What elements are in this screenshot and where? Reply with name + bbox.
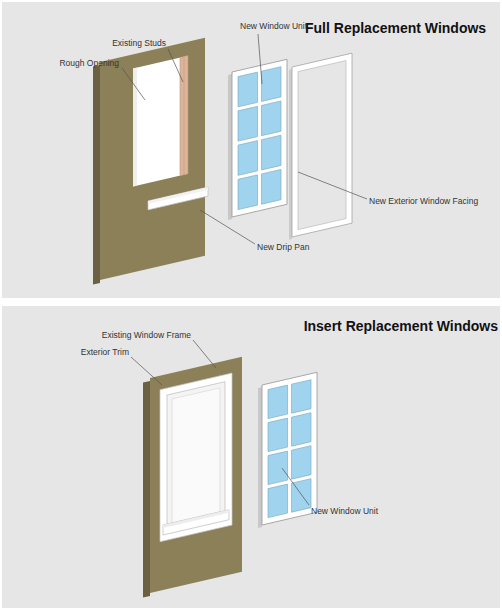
wall — [143, 357, 242, 598]
glass-pane — [262, 67, 282, 102]
part-label: Existing Studs — [112, 38, 166, 48]
glass-pane — [268, 484, 288, 518]
window-unit — [228, 59, 287, 220]
glass-pane — [238, 72, 258, 107]
glass-pane — [262, 101, 282, 136]
glass-pane — [238, 141, 258, 176]
window-unit — [258, 372, 317, 528]
part-label: Existing Window Frame — [102, 330, 191, 340]
exterior-trim — [160, 373, 232, 542]
panel-ground — [2, 2, 500, 298]
part-label: New Window Unit — [240, 21, 307, 31]
glass-pane — [238, 175, 258, 210]
glass-pane — [268, 451, 288, 485]
window-facing — [289, 53, 352, 240]
panel-title: Full Replacement Windows — [305, 20, 486, 36]
drip-pan — [148, 187, 208, 210]
glass-pane — [292, 380, 312, 414]
existing-frame — [167, 382, 225, 527]
glass-pane — [238, 106, 258, 141]
panel-ground — [2, 306, 500, 608]
glass-pane — [292, 413, 312, 447]
glass-pane — [262, 169, 282, 204]
part-label: New Window Unit — [311, 506, 378, 516]
glass-pane — [262, 135, 282, 170]
part-label: New Exterior Window Facing — [369, 196, 478, 206]
glass-pane — [268, 385, 288, 419]
wall — [93, 37, 208, 285]
glass-pane — [292, 446, 312, 480]
glass-pane — [268, 418, 288, 452]
part-label: Exterior Trim — [81, 347, 129, 357]
part-label: Rough Opening — [59, 58, 119, 68]
glass-pane — [292, 479, 312, 513]
leader-lines — [122, 34, 367, 505]
part-label: New Drip Pan — [257, 242, 309, 252]
panel-title: Insert Replacement Windows — [304, 318, 498, 334]
